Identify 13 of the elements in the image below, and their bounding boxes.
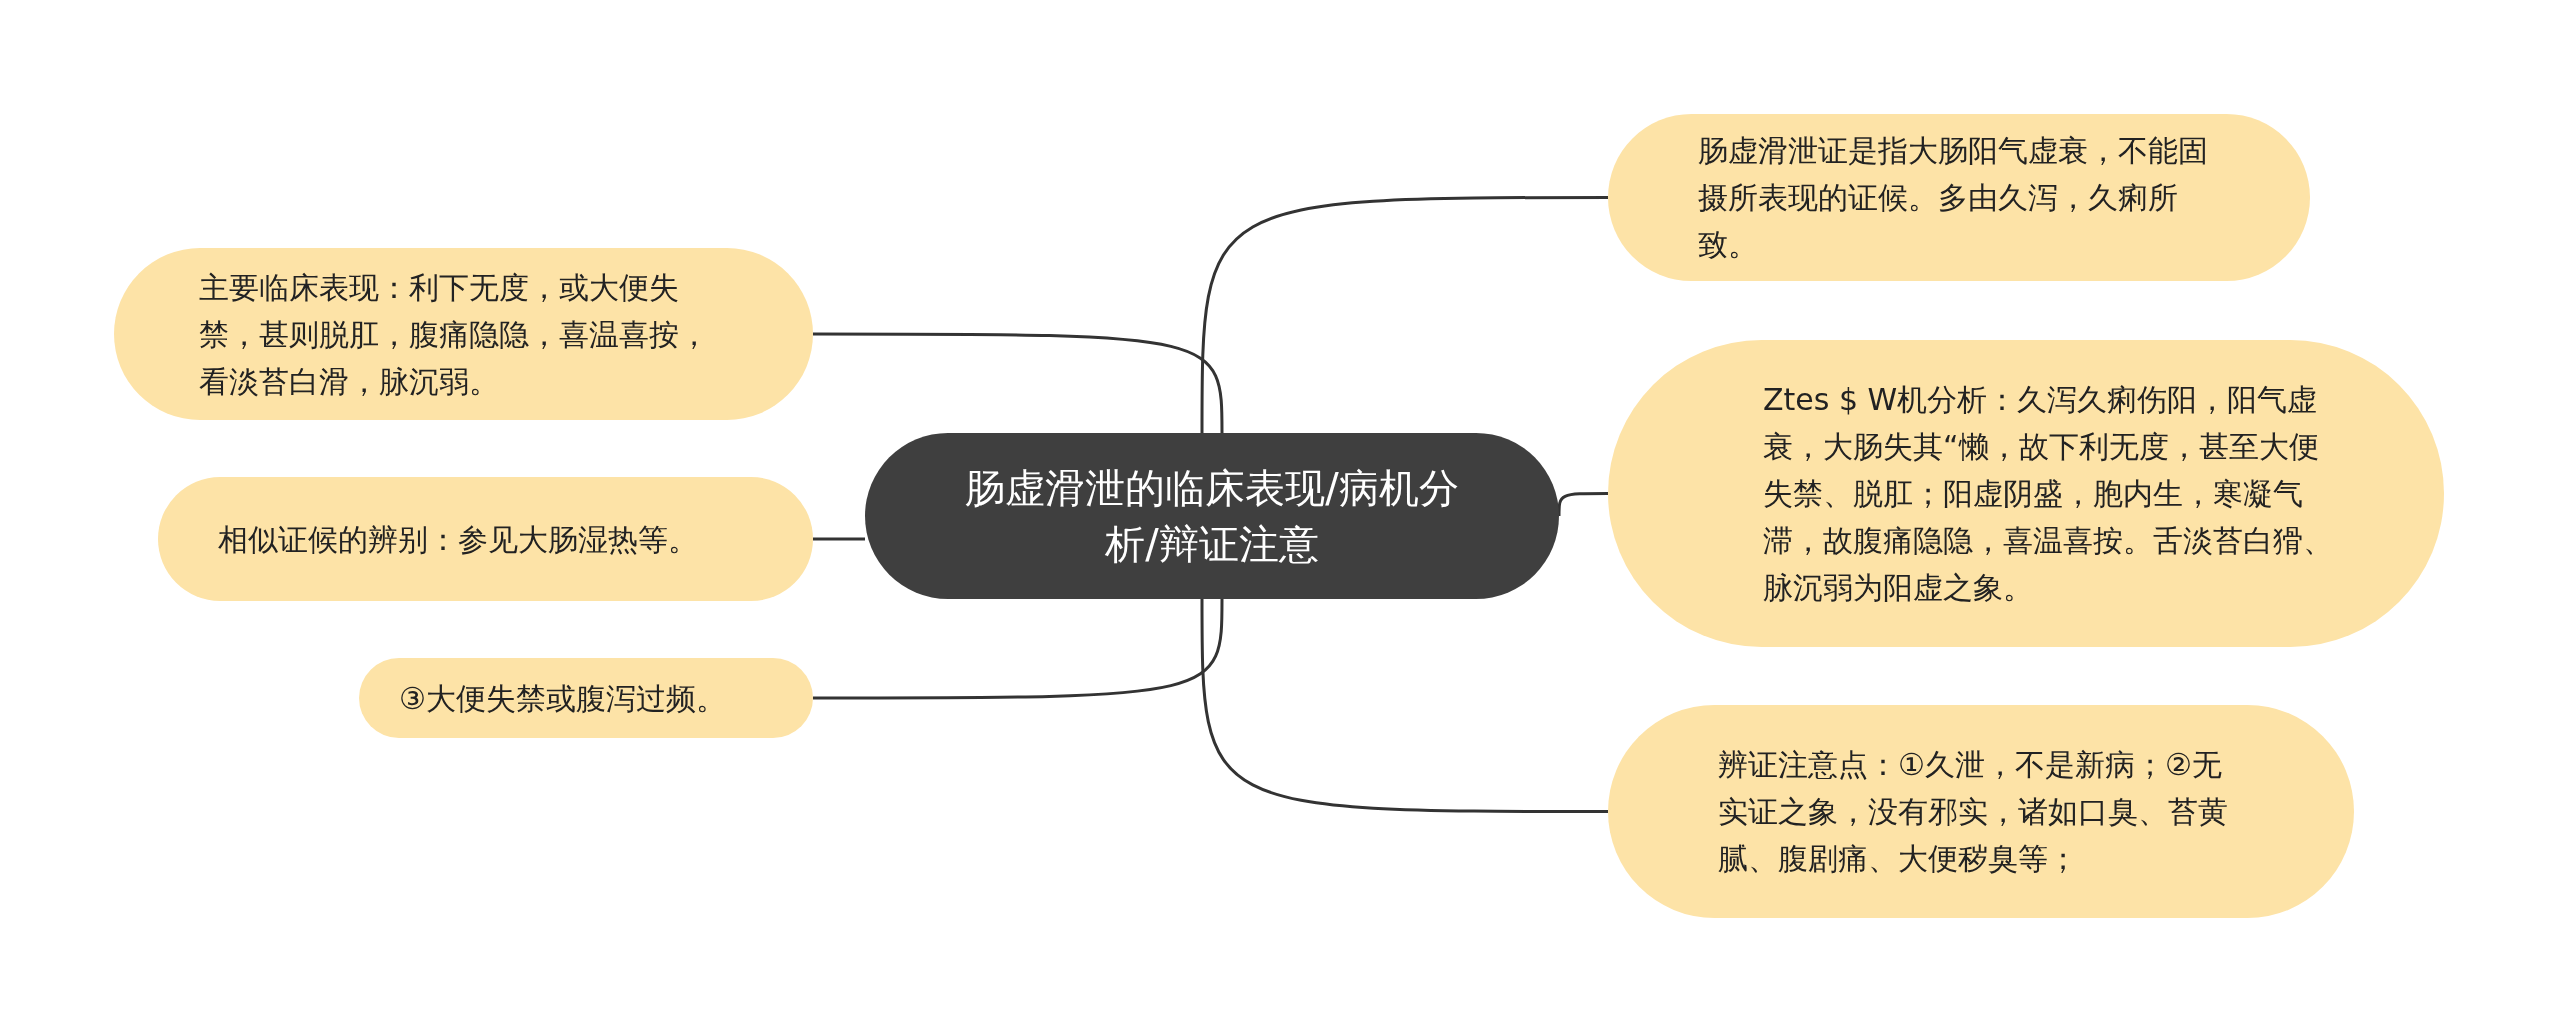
topic-box: 相似证候的辨别：参见大肠湿热等。 bbox=[158, 477, 813, 601]
topic-box: Ztes $ W机分析：久泻久痢伤阳，阳气虚衰，大肠失其“懒，故下利无度，甚至大便失禁、脱肛；阳虚阴盛，胞内生，寒凝气滞，故腹痛隐隐，喜温喜按。舌淡苔白猾、脉沉弱为阳虚之象。 bbox=[1608, 340, 2444, 647]
topic-box: 辨证注意点：①久泄，不是新病；②无实证之象，没有邪实，诸如口臭、苔黄腻、腹剧痛、大便秽臭等； bbox=[1608, 705, 2354, 918]
central-topic-box: 肠虚滑泄的临床表现/病机分析/辩证注意 bbox=[865, 433, 1559, 599]
connector bbox=[1557, 492, 1608, 516]
connector bbox=[813, 332, 1224, 433]
connector bbox=[813, 537, 865, 541]
connector bbox=[1200, 599, 1608, 813]
connector bbox=[1200, 196, 1608, 433]
topic-box: ③大便失禁或腹泻过频。 bbox=[359, 658, 813, 738]
connector bbox=[813, 599, 1224, 700]
topic-box: 肠虚滑泄证是指大肠阳气虚衰，不能固摄所表现的证候。多由久泻，久痢所致。 bbox=[1608, 114, 2310, 281]
topic-box: 主要临床表现：利下无度，或大便失禁，甚则脱肛，腹痛隐隐，喜温喜按，看淡苔白滑，脉沉弱。 bbox=[114, 248, 813, 420]
